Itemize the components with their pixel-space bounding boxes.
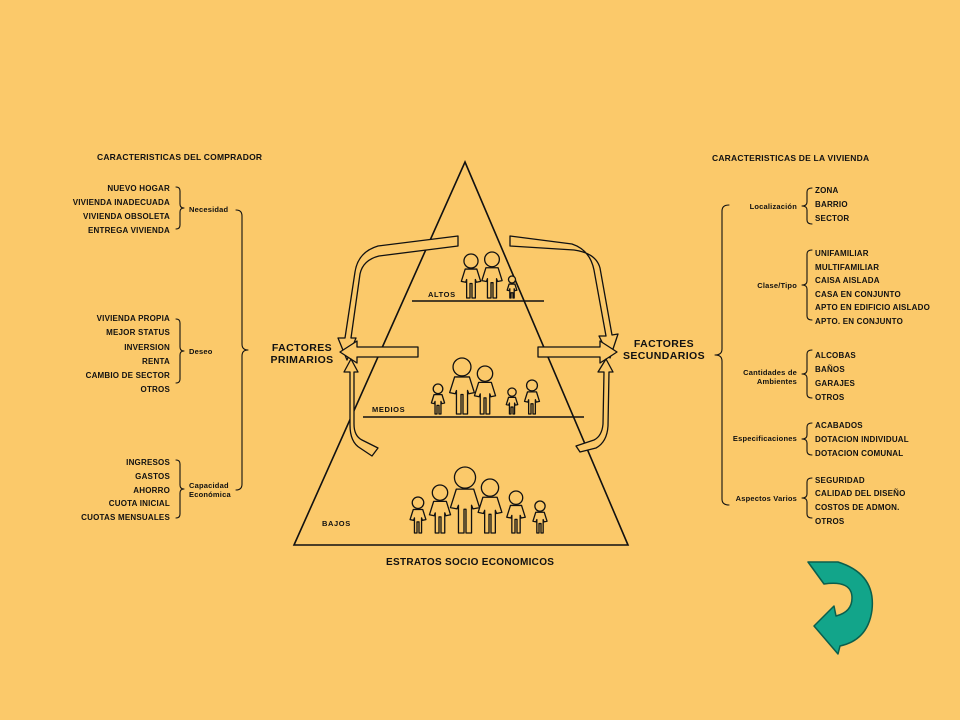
flow-arrow-bottom-right [575,358,614,453]
flow-arrow-mid-right [537,340,618,364]
level-label-medios: MEDIOS [372,405,406,414]
brace-secondary [714,204,730,506]
buyer-item: GASTOS [135,472,170,481]
person-figure [473,365,497,415]
group-label-especificaciones: Especificaciones [732,434,797,443]
buyer-item: VIVIENDA INADECUADA [72,198,170,207]
group-label-necesidad: Necesidad [189,205,229,214]
housing-title: CARACTERISTICAS DE LA VIVIENDA [712,153,870,163]
housing-item: BAÑOS [815,365,845,374]
buyer-item: INGRESOS [126,458,170,467]
group-label-cantidades-2: Ambientes [756,377,797,386]
pyramid-caption: ESTRATOS SOCIO ECONOMICOS [386,557,555,568]
brace-primary [235,209,249,491]
housing-item: UNIFAMILIAR [815,249,869,258]
person-figure [505,387,519,415]
housing-item: MULTIFAMILIAR [815,263,880,272]
buyer-item: AHORRO [133,486,170,495]
secondary-factors-line2: SECUNDARIOS [623,350,705,362]
level-label-bajos: BAJOS [322,519,351,528]
housing-item: CALIDAD DEL DISEÑO [815,489,906,498]
housing-item: CAISA AISLADA [815,276,880,285]
housing-item: SEGURIDAD [815,476,865,485]
person-figure [409,496,427,534]
housing-item: GARAJES [815,379,856,388]
buyer-item: ENTREGA VIVIENDA [87,226,170,235]
person-figure [506,490,526,534]
group-label-capacidad-1: Capacidad [189,481,229,490]
level-label-altos: ALTOS [428,290,456,299]
brace-especificaciones [801,422,813,456]
person-figure [460,253,482,299]
person-figure [449,466,481,534]
flow-arrow-bottom-left [343,358,379,457]
primary-factors-line1: FACTORES [271,342,333,354]
group-label-cantidades-1: Cantidades de [743,368,797,377]
curved-return-arrow-icon[interactable] [807,561,874,655]
buyer-item: CUOTAS MENSUALES [81,513,170,522]
buyer-title: CARACTERISTICAS DEL COMPRADOR [97,152,263,162]
primary-factors-line2: PRIMARIOS [270,354,334,366]
housing-item: OTROS [815,393,845,402]
people-figures [409,251,548,534]
brace-localizacion [801,187,813,225]
person-figure [477,478,503,534]
person-figure [449,357,475,415]
housing-item: SECTOR [815,214,850,223]
group-label-localizacion: Localización [749,202,797,211]
person-figure [428,484,452,534]
group-label-capacidad-2: Económica [189,490,231,499]
housing-item: APTO. EN CONJUNTO [815,317,904,326]
group-label-clase: Clase/Tipo [757,281,797,290]
group-label-deseo: Deseo [189,347,213,356]
buyer-item: OTROS [140,385,170,394]
buyer-item: RENTA [142,357,170,366]
housing-item: ACABADOS [815,421,863,430]
buyer-item: CUOTA INICIAL [108,499,170,508]
housing-item: BARRIO [815,200,848,209]
housing-item: APTO EN EDIFICIO AISLADO [815,303,931,312]
person-figure [523,379,541,415]
buyer-item: VIVIENDA PROPIA [96,314,170,323]
group-label-aspectos: Aspectos Varios [735,494,797,503]
secondary-factors-line1: FACTORES [633,338,695,350]
brace-aspectos [801,477,813,519]
person-figure [430,383,446,415]
housing-item: DOTACION INDIVIDUAL [815,435,909,444]
buyer-item: MEJOR STATUS [106,328,170,337]
flow-arrows [337,235,619,457]
brace-necesidad [175,186,185,230]
housing-item: COSTOS DE ADMON. [815,503,900,512]
housing-item: ALCOBAS [815,351,856,360]
buyer-item: VIVIENDA OBSOLETA [83,212,170,221]
buyer-item: NUEVO HOGAR [107,184,170,193]
person-figure [532,500,548,534]
housing-item: DOTACION COMUNAL [815,449,904,458]
housing-item: CASA EN CONJUNTO [815,290,901,299]
brace-deseo [175,318,185,384]
brace-cantidades [801,349,813,399]
brace-clase [801,249,813,321]
buyer-item: INVERSION [124,343,170,352]
person-figure [481,251,503,299]
person-figure [506,275,518,299]
brace-capacidad [175,459,185,519]
flow-arrow-top-right [509,235,619,359]
housing-item: ZONA [815,186,839,195]
housing-item: OTROS [815,517,845,526]
flow-arrow-mid-left [339,340,419,364]
buyer-item: CAMBIO DE SECTOR [85,371,170,380]
